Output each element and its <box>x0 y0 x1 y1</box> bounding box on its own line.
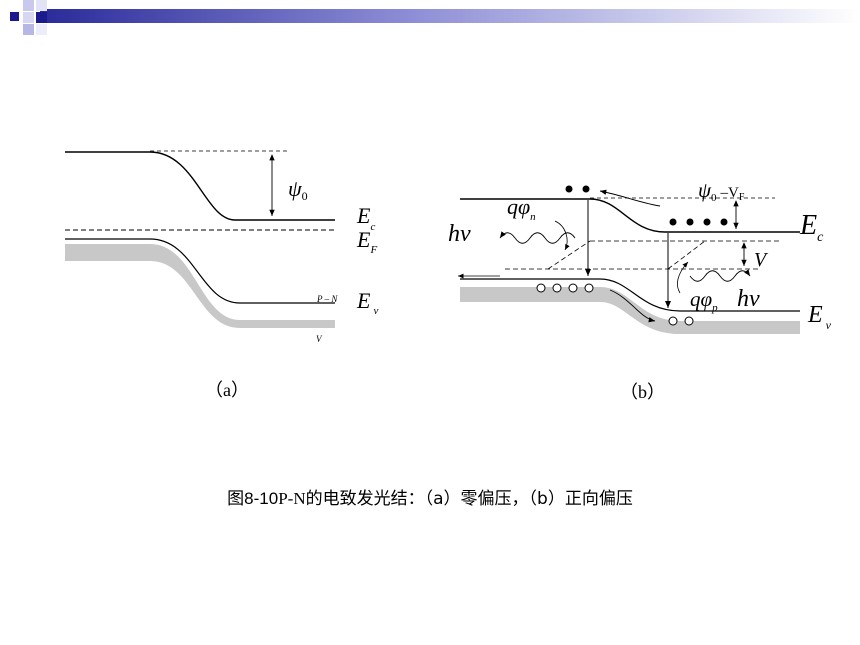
quasi-fermi-slant-left-b <box>547 240 591 270</box>
qphi-p-label-b: qφp <box>690 287 718 314</box>
holes-right <box>668 316 694 326</box>
electron-flow-arrow-b <box>599 189 661 207</box>
ef-label-a: EF <box>356 227 377 256</box>
header-square <box>36 0 47 11</box>
header-square <box>10 12 19 21</box>
valence-band-gray-a <box>65 244 335 328</box>
caption-number: 8-10 <box>244 489 279 508</box>
electron <box>582 185 590 193</box>
figure-caption: 图8-10P-N的电致发光结：（a）零偏压，（b）正向偏压 <box>0 484 860 509</box>
qphi-n-label-b: qφn <box>507 194 536 223</box>
electrons-right <box>669 218 728 226</box>
hv-right-label-b: hν <box>737 286 760 312</box>
psi0-vf-label-b: ψ0–VF <box>698 178 745 204</box>
hole <box>536 283 546 293</box>
header-square <box>23 24 34 35</box>
header-square <box>36 12 47 23</box>
electron <box>669 218 677 226</box>
photon-wave-right-b <box>689 269 751 282</box>
header-square <box>23 0 34 11</box>
emission-pointer-right-b <box>677 261 689 294</box>
conduction-band-edge-a <box>65 151 335 221</box>
valence-band-edge-b <box>460 278 800 312</box>
hole <box>684 316 694 326</box>
emission-pointer-left-b <box>554 220 570 251</box>
valence-band-gray-b <box>460 287 800 334</box>
label-a: （a） <box>205 380 249 400</box>
caption-pn: P-N <box>278 489 306 508</box>
hole <box>568 283 578 293</box>
hole <box>668 316 678 326</box>
caption-text: 的电致发光结：（a）零偏压，（b）正向偏压 <box>305 489 633 509</box>
pn-small-label-a: P – N <box>316 294 338 304</box>
caption-prefix: 图 <box>227 489 245 509</box>
header-decoration <box>10 0 860 35</box>
hole-flow-arrow-b <box>609 289 656 323</box>
quasi-fermi-slant-right-b <box>667 240 706 270</box>
electron <box>703 218 711 226</box>
header-square <box>23 12 34 23</box>
header-gradient-bar <box>40 9 860 23</box>
electron <box>565 185 573 193</box>
label-b: （b） <box>620 382 665 402</box>
electrons-left <box>565 185 590 193</box>
photon-wave-left-b <box>499 231 576 244</box>
hole <box>584 283 594 293</box>
ec-label-b: Ec <box>799 210 824 245</box>
holes-left <box>536 283 594 293</box>
header-square <box>36 24 47 35</box>
hv-left-label-b: hν <box>448 221 471 247</box>
v-small-label-a: V <box>316 334 323 344</box>
conduction-band-edge-b <box>460 198 800 233</box>
electron <box>686 218 694 226</box>
valence-band-edge-a <box>65 238 335 304</box>
psi0-label-a: ψ0 <box>288 176 308 203</box>
hole <box>552 283 562 293</box>
ec-label-a: Ec <box>356 203 375 233</box>
v-label-b: V <box>754 249 769 271</box>
electron <box>720 218 728 226</box>
